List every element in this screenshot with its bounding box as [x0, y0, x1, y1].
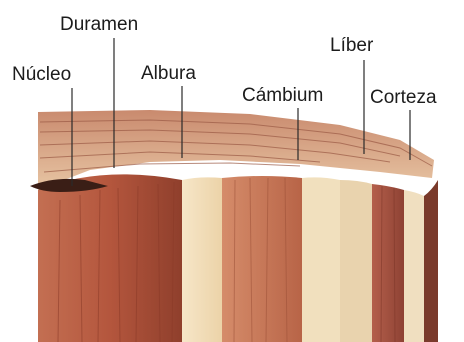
phloem-band [372, 184, 404, 342]
cambium-band [302, 177, 340, 342]
label-liber: Líber [330, 36, 373, 55]
label-duramen: Duramen [60, 15, 138, 34]
label-nucleo: Núcleo [12, 65, 71, 84]
label-cambium: Cámbium [242, 86, 323, 105]
outer-bark-edge [424, 180, 438, 342]
bark-band [404, 190, 424, 342]
inner-bark-light-band [340, 180, 372, 342]
sapwood-band [182, 177, 222, 342]
label-corteza: Corteza [370, 88, 437, 107]
label-albura: Albura [141, 64, 196, 83]
